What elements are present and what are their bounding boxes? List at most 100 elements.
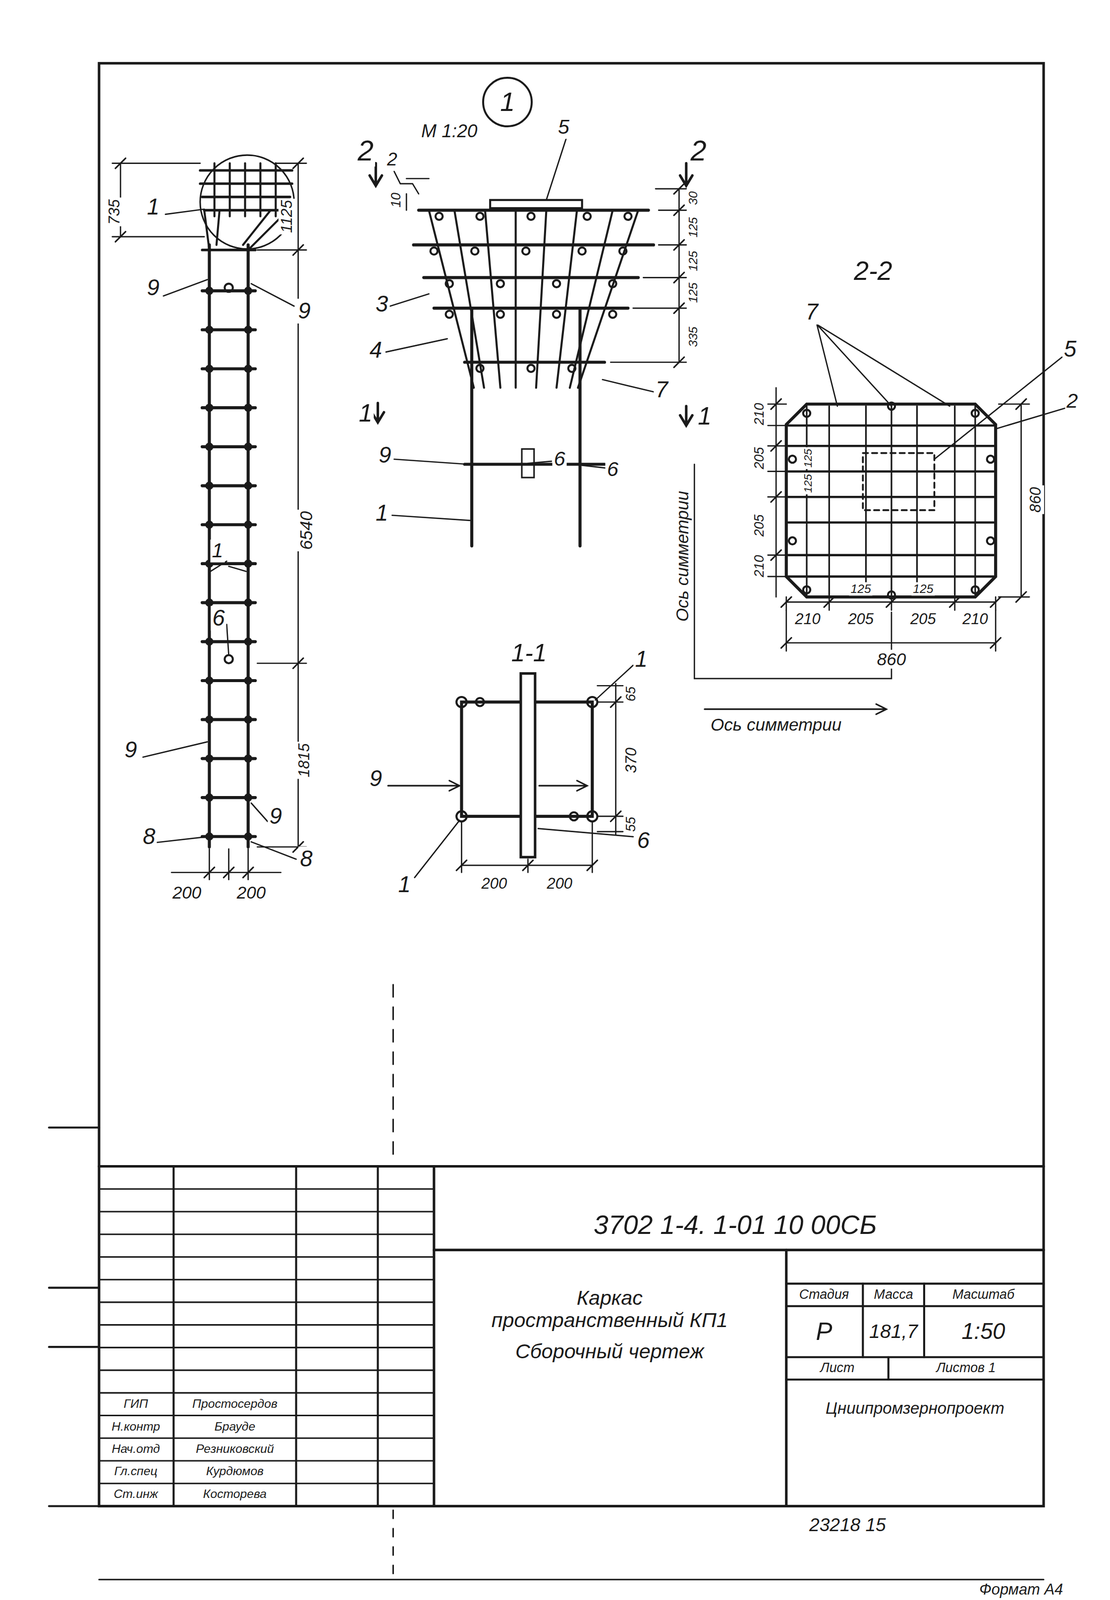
- bar-section: [206, 794, 213, 801]
- steel-bar: [99, 1347, 435, 1349]
- table-cell: Стадия: [797, 1287, 851, 1303]
- steel-bar: [202, 562, 256, 566]
- steel-bar: [577, 210, 639, 388]
- table-cell: Нач.отд: [110, 1443, 162, 1457]
- dimension: 125: [686, 216, 701, 240]
- steel-bar: [202, 796, 256, 800]
- bar-section: [206, 327, 213, 333]
- dimension: 125: [801, 447, 815, 470]
- callout-number: 5: [1062, 336, 1078, 362]
- steel-bar: [99, 1370, 435, 1372]
- callout-number: 6: [635, 828, 652, 854]
- callout-number: 1: [633, 647, 650, 672]
- bar-section: [206, 444, 213, 450]
- table-cell: 181,7: [867, 1321, 920, 1343]
- bar-section: [245, 327, 252, 333]
- dimension: 65: [623, 685, 639, 704]
- callout-number: 7: [804, 299, 820, 325]
- bar-section: [476, 364, 484, 372]
- bar-section: [445, 279, 453, 287]
- steel-bar: [202, 484, 256, 488]
- callout-number: 2: [1064, 389, 1080, 413]
- steel-bar: [202, 367, 256, 371]
- steel-bar: [202, 718, 256, 722]
- bar-section: [987, 455, 995, 463]
- steel-bar: [916, 406, 918, 596]
- scale-note: М 1:20: [419, 120, 479, 141]
- steel-bar: [454, 210, 485, 388]
- dimension: 30: [686, 189, 701, 207]
- bar-section: [971, 409, 979, 417]
- title-text: Каркас пространственный КП1: [480, 1287, 739, 1333]
- bar-section: [568, 364, 576, 372]
- dimension: 860: [875, 649, 908, 669]
- bar-section: [624, 212, 632, 220]
- table-cell: Резниковский: [194, 1443, 276, 1457]
- section-title: 2-2: [852, 255, 894, 285]
- steel-bar: [99, 1188, 435, 1191]
- section-mark: 2: [688, 135, 708, 167]
- section-mark: 2: [356, 135, 376, 167]
- bar-section: [245, 677, 252, 684]
- callout-number: 9: [122, 737, 139, 763]
- table-cell: Н.контр: [110, 1420, 162, 1434]
- bar-section: [476, 212, 484, 220]
- callout-number: 9: [145, 275, 161, 301]
- bar-section: [245, 794, 252, 801]
- bar-section: [527, 364, 535, 372]
- callout-number: 4: [368, 337, 384, 363]
- bar-section: [245, 365, 252, 372]
- format-note: Формат А4: [977, 1581, 1065, 1599]
- steel-bar: [202, 406, 256, 410]
- bar-section: [206, 599, 213, 606]
- callout-number: 1: [374, 500, 390, 526]
- dimension: 125: [686, 249, 701, 274]
- dimension: 200: [170, 883, 203, 903]
- callout-number: 1: [210, 540, 225, 563]
- dimension: 210: [752, 401, 767, 428]
- steel-bar: [99, 1483, 435, 1485]
- bar-section: [245, 482, 252, 489]
- dimension: 10: [388, 191, 404, 210]
- organisation: Цниипромзернопроект: [824, 1399, 1006, 1418]
- bar-section: [245, 287, 252, 294]
- bar-section: [553, 279, 560, 287]
- steel-bar: [828, 406, 831, 596]
- table-cell: 1:50: [959, 1319, 1007, 1345]
- dimension: 210: [752, 554, 767, 580]
- steel-bar: [99, 1460, 435, 1462]
- bar-section: [788, 537, 796, 545]
- table-cell: Косторева: [201, 1487, 269, 1501]
- callout-number: 9: [296, 298, 312, 324]
- callout-number: 9: [268, 804, 284, 830]
- table-cell: Лист: [818, 1361, 856, 1377]
- steel-bar: [202, 640, 256, 644]
- callout-number: 2: [385, 149, 399, 170]
- steel-bar: [202, 679, 256, 683]
- dimension: 210: [793, 610, 823, 628]
- steel-bar: [99, 1211, 435, 1213]
- bar-section: [206, 365, 213, 372]
- bar-section: [206, 677, 213, 684]
- dimension: 125: [911, 582, 935, 596]
- dimension: 6540: [296, 509, 317, 552]
- bar-section: [987, 537, 995, 545]
- bar-section: [497, 310, 504, 318]
- table-cell: Брауде: [213, 1420, 257, 1434]
- section-mark: 1: [696, 402, 714, 430]
- dimension: 205: [752, 513, 767, 539]
- bar-section: [527, 212, 535, 220]
- steel-bar: [429, 210, 475, 388]
- steel-bar: [536, 210, 547, 388]
- dimension: 200: [235, 883, 268, 903]
- callout-number: 6: [210, 606, 226, 631]
- bar-section: [206, 482, 213, 489]
- bar-section: [245, 404, 252, 411]
- bar-section: [245, 521, 252, 528]
- dimension: 1815: [295, 741, 313, 779]
- table-cell: Курдюмов: [204, 1465, 266, 1479]
- dimension: 205: [908, 610, 938, 628]
- callout-number: 1: [145, 194, 161, 220]
- steel-bar: [953, 406, 956, 596]
